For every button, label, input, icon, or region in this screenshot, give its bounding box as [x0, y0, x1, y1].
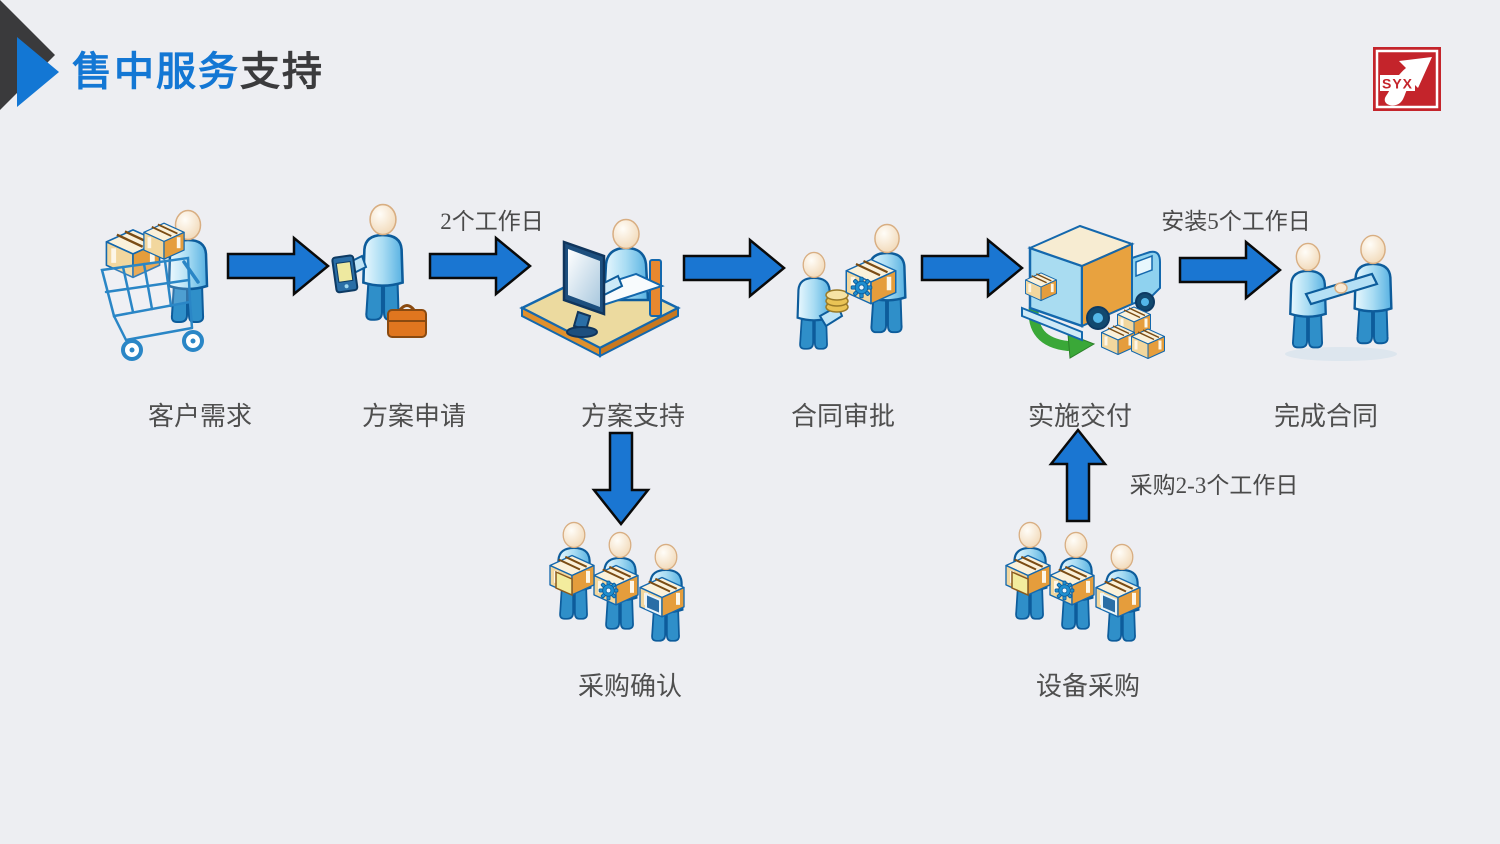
corner-accent-decoration — [0, 0, 59, 110]
team-with-boxes-icon — [548, 521, 696, 642]
flow-arrow-down — [591, 431, 651, 527]
coins-icon — [825, 289, 849, 313]
shopping-cart-frame — [100, 256, 200, 342]
flow-arrow-right-4 — [920, 237, 1024, 299]
page-title: 售中服务支持 — [72, 48, 324, 96]
truck-window — [1135, 254, 1153, 278]
person-with-pda-icon — [331, 203, 427, 338]
gear-icon — [598, 580, 619, 601]
step-label-solution-request: 方案申请 — [361, 402, 467, 431]
ground-shadow — [1285, 347, 1397, 361]
step-label-contract-complete: 完成合同 — [1273, 402, 1379, 431]
gear-icon — [1054, 580, 1075, 601]
person-figure — [362, 203, 404, 322]
title-primary-text: 售中服务 — [72, 50, 240, 94]
title-secondary-text: 支持 — [240, 50, 324, 94]
annotation-procurement-duration: 采购2-3个工作日 — [1129, 473, 1299, 498]
delivery-truck-icon — [1021, 224, 1166, 360]
screen-icon — [1011, 570, 1029, 597]
person-head — [612, 218, 640, 250]
handshake-icon — [1285, 234, 1397, 361]
person-at-computer-icon — [519, 218, 681, 358]
truck-tail-platform — [1021, 306, 1083, 342]
flow-arrow-right-5 — [1178, 239, 1282, 301]
flow-arrow-right-2 — [428, 235, 532, 297]
book-icon — [645, 592, 661, 616]
branch-label-equipment-purchase: 设备采购 — [1035, 672, 1141, 701]
hands — [1334, 282, 1348, 294]
annotation-install-duration: 安装5个工作日 — [1161, 209, 1311, 234]
flow-arrow-right-3 — [682, 237, 786, 299]
logo-text: SYX — [1382, 76, 1413, 92]
team-with-boxes-icon — [1004, 521, 1152, 642]
flow-arrow-right-1 — [226, 235, 330, 297]
briefcase-icon — [387, 304, 427, 338]
people-contract-icon — [796, 223, 907, 350]
gear-icon — [850, 276, 873, 299]
step-label-implementation-delivery: 实施交付 — [1027, 402, 1133, 431]
branch-label-purchase-confirm: 采购确认 — [577, 672, 683, 701]
company-logo: SYX — [1372, 46, 1442, 112]
flow-arrow-up — [1048, 427, 1108, 523]
step-label-solution-support: 方案支持 — [580, 402, 686, 431]
screen-icon — [555, 570, 573, 597]
step-label-contract-approval: 合同审批 — [790, 402, 896, 431]
book-icon — [1101, 592, 1117, 616]
step-label-customer-demand: 客户需求 — [147, 402, 253, 431]
handheld-device-icon — [331, 254, 359, 294]
annotation-request-duration: 2个工作日 — [440, 209, 544, 234]
syx-logo-icon: SYX — [1373, 47, 1441, 111]
shopping-cart-person-icon — [100, 209, 209, 361]
